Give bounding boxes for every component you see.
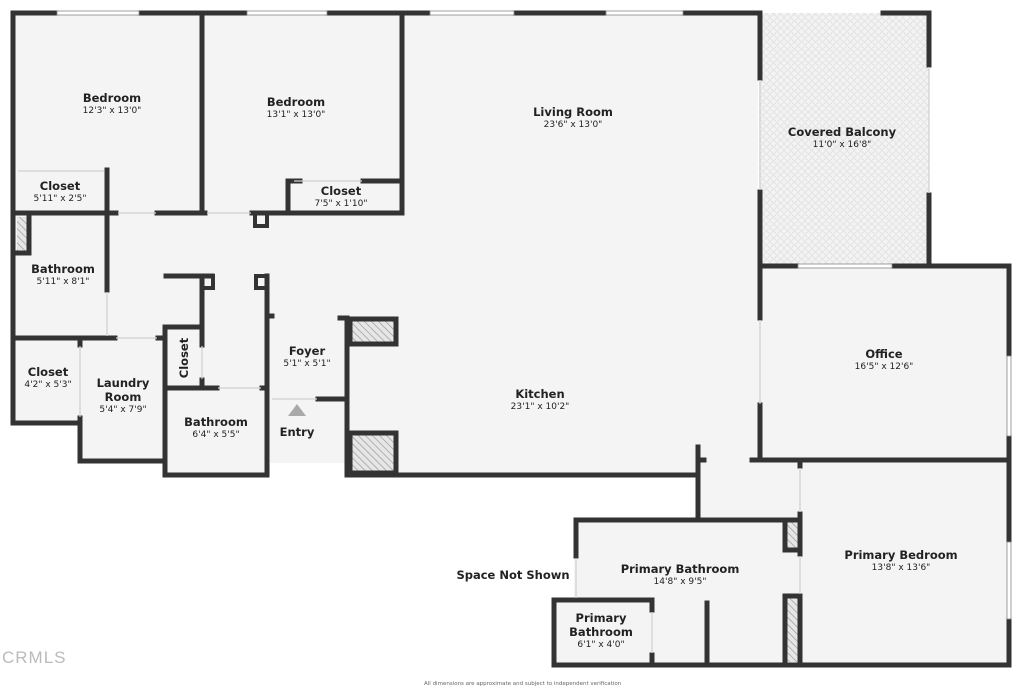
room-dimensions: 12'3" x 13'0" xyxy=(82,106,142,116)
room-dimensions: 7'5" x 1'10" xyxy=(314,199,368,209)
room-name: Closet xyxy=(39,179,81,193)
room-dimensions: 5'4" x 7'9" xyxy=(99,405,147,415)
floor-areas xyxy=(13,13,1010,665)
room-dimensions: 4'2" x 5'3" xyxy=(24,380,72,390)
footnote-disclaimer: All dimensions are approximate and subje… xyxy=(424,681,622,687)
room-name: Living Room xyxy=(533,105,613,119)
room-dimensions: 23'6" x 13'0" xyxy=(543,120,603,130)
room-dimensions: 6'1" x 4'0" xyxy=(577,640,625,650)
room-name: Closet xyxy=(177,337,191,379)
room-name: Closet xyxy=(320,184,362,198)
room-name: Primary Bathroom xyxy=(620,562,740,576)
room-dimensions: 13'1" x 13'0" xyxy=(266,110,326,120)
crmls-watermark: CRMLS xyxy=(2,648,67,667)
room-dimensions: 14'8" x 9'5" xyxy=(653,577,707,587)
room-dimensions: 13'8" x 13'6" xyxy=(871,563,931,573)
room-name: Office xyxy=(865,347,903,361)
room-name: Bathroom xyxy=(184,415,248,429)
room-dimensions: 5'11" x 8'1" xyxy=(36,277,90,287)
windows xyxy=(56,10,1012,620)
room-name: Bedroom xyxy=(266,95,326,109)
room-name: Kitchen xyxy=(515,387,565,401)
entry-label: Entry xyxy=(279,425,315,439)
room-dimensions: 11'0" x 16'8" xyxy=(812,140,872,150)
room-dimensions: 5'11" x 2'5" xyxy=(33,194,87,204)
room-name: Foyer xyxy=(288,344,326,358)
balcony-floor xyxy=(759,13,929,266)
space-not-shown-label: Space Not Shown xyxy=(456,568,570,582)
walls xyxy=(10,10,1012,668)
columns xyxy=(17,217,798,662)
room-dimensions: 16'5" x 12'6" xyxy=(854,362,914,372)
room-name: Closet xyxy=(27,365,69,379)
room-name: Primary Bathroom xyxy=(569,611,633,639)
entry-arrow-icon xyxy=(288,404,306,416)
room-dimensions: 5'1" x 5'1" xyxy=(283,359,331,369)
room-label-closet-4: Closet xyxy=(177,338,191,378)
room-name: Laundry Room xyxy=(96,376,150,404)
door-openings xyxy=(18,67,930,653)
room-dimensions: 23'1" x 10'2" xyxy=(510,402,570,412)
room-dimensions: 6'4" x 5'5" xyxy=(192,430,240,440)
room-name: Covered Balcony xyxy=(787,125,897,139)
room-name: Bathroom xyxy=(31,262,95,276)
room-name: Primary Bedroom xyxy=(844,548,958,562)
room-name: Bedroom xyxy=(82,91,142,105)
